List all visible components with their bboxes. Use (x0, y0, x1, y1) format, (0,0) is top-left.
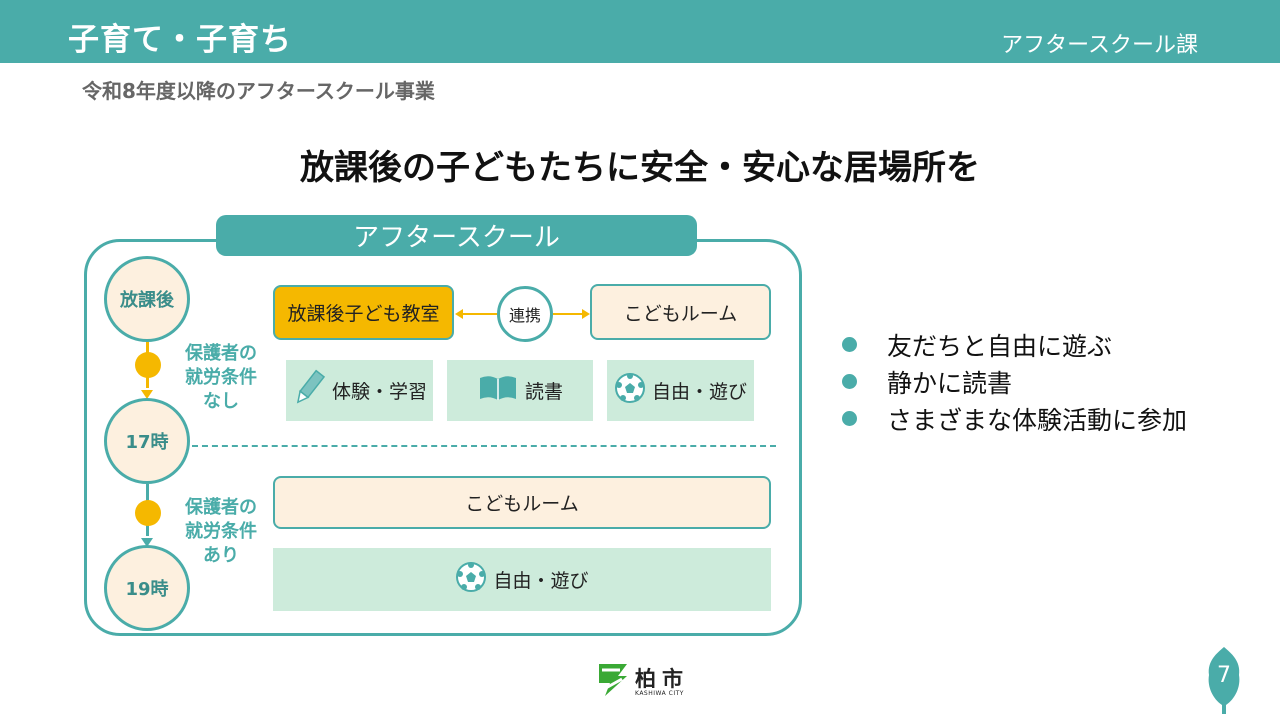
bullet-text: 友だちと自由に遊ぶ (887, 331, 1113, 361)
city-logo: 柏市 KASHIWA CITY (596, 661, 689, 703)
timeline-dot-lower (135, 500, 161, 526)
activity-experience-label: 体験・学習 (331, 381, 427, 403)
late-free-play-label: 自由・遊び (493, 570, 589, 592)
activity-reading: 読書 (447, 360, 593, 421)
link-circle: 連携 (497, 286, 553, 342)
list-item: さまざまな体験活動に参加 (842, 400, 1187, 437)
bullet-icon (842, 337, 857, 352)
leaf-badge-icon (1208, 647, 1240, 714)
after-school-tab: アフタースクール (216, 215, 697, 256)
time-19: 19時 (104, 545, 190, 631)
late-kodomo-room-box: こどもルーム (273, 476, 771, 529)
page-number-badge: 7 (1204, 645, 1244, 715)
timeline-arrow-1 (141, 390, 153, 399)
soccer-ball-icon (614, 372, 646, 409)
condition-with-work: 保護者の 就労条件 あり (171, 496, 271, 568)
activity-bullet-list: 友だちと自由に遊ぶ 静かに読書 さまざまな体験活動に参加 (842, 326, 1187, 437)
divider-17h (192, 445, 776, 447)
link-arrow-left (455, 309, 463, 319)
bullet-icon (842, 411, 857, 426)
condition-line: 保護者の (185, 343, 257, 364)
condition-line: なし (203, 391, 239, 412)
kodomo-kyoshitsu-box: 放課後子ども教室 (273, 285, 454, 340)
time-17: 17時 (104, 398, 190, 484)
link-arrow-right (582, 309, 590, 319)
late-free-play-box: 自由・遊び (273, 548, 771, 611)
bullet-text: さまざまな体験活動に参加 (887, 405, 1188, 435)
list-item: 友だちと自由に遊ぶ (842, 326, 1187, 363)
condition-line: 就労条件 (185, 367, 257, 388)
timeline-dot-upper (135, 352, 161, 378)
activity-free-play: 自由・遊び (607, 360, 754, 421)
pencil-icon (292, 368, 326, 413)
link-line-right (553, 313, 582, 315)
section-title: 子育て・子育ち (68, 22, 292, 58)
kodomo-room-box: こどもルーム (590, 284, 771, 340)
city-emblem-icon (596, 661, 630, 703)
condition-no-work: 保護者の 就労条件 なし (171, 342, 271, 414)
book-icon (477, 373, 519, 408)
slide-subtitle: 令和8年度以降のアフタースクール事業 (82, 79, 435, 103)
condition-line: 保護者の (185, 497, 257, 518)
bullet-icon (842, 374, 857, 389)
time-after-school: 放課後 (104, 256, 190, 342)
activity-reading-label: 読書 (524, 381, 563, 403)
condition-line: 就労条件 (185, 521, 257, 542)
activity-experience: 体験・学習 (286, 360, 433, 421)
department-name: アフタースクール課 (1001, 33, 1198, 58)
header-bar (0, 0, 1280, 63)
timeline-arrow-2 (141, 538, 153, 547)
link-line-left (462, 313, 497, 315)
activity-free-play-label: 自由・遊び (651, 381, 747, 403)
list-item: 静かに読書 (842, 363, 1187, 400)
condition-line: あり (203, 545, 239, 566)
city-name-en: KASHIWA CITY (635, 689, 684, 697)
main-heading: 放課後の子どもたちに安全・安心な居場所を (300, 148, 980, 188)
city-name: 柏市 (635, 666, 689, 691)
page-number: 7 (1217, 663, 1231, 688)
soccer-ball-icon (455, 561, 487, 598)
bullet-text: 静かに読書 (887, 368, 1013, 398)
